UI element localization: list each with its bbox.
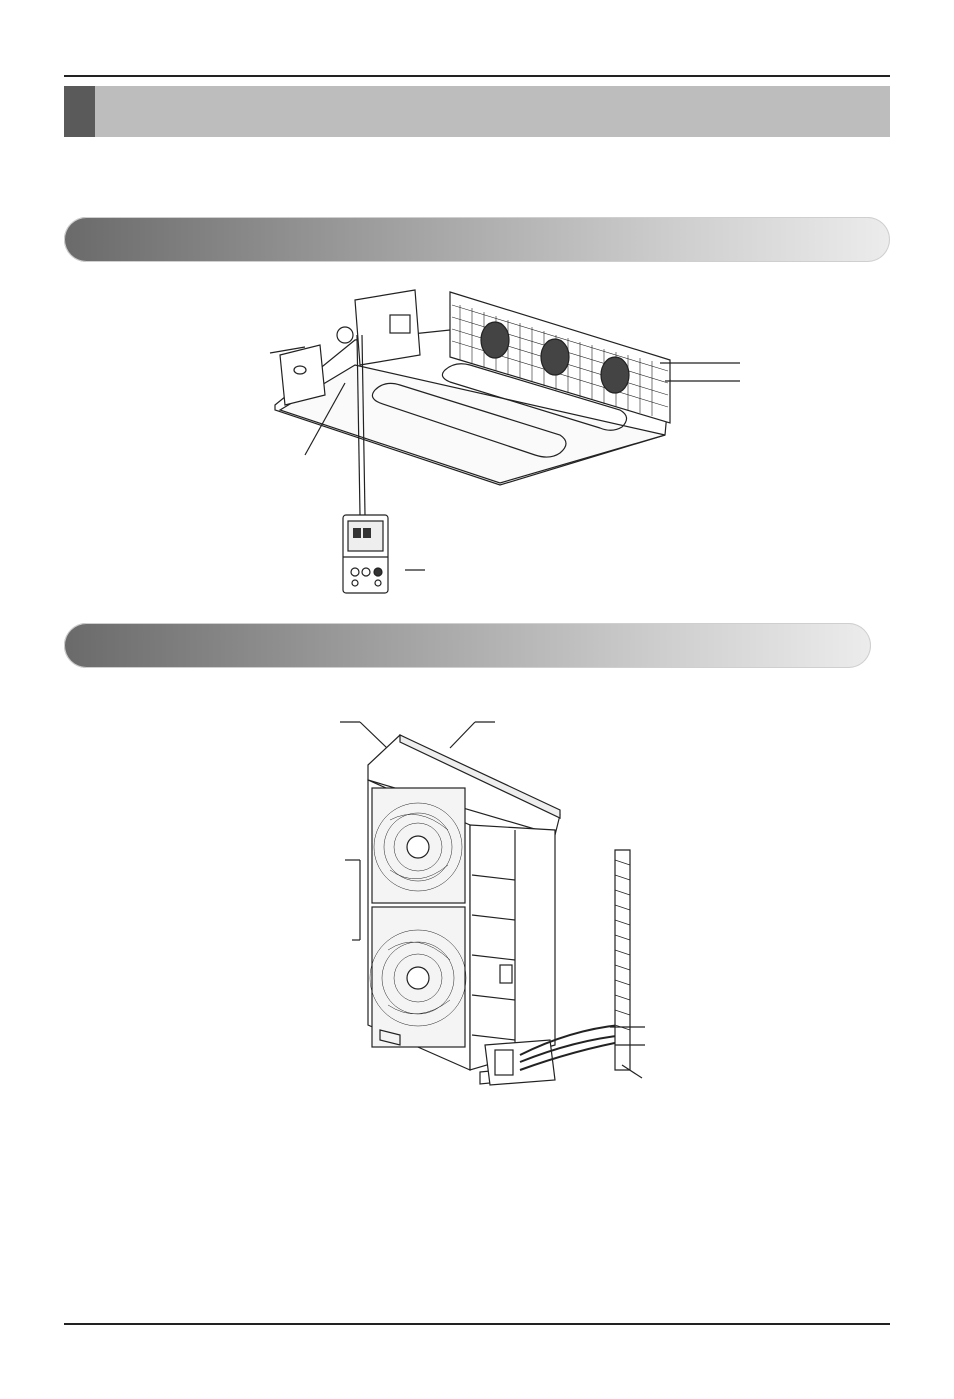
top-rule (64, 75, 890, 77)
ducted-indoor-unit-icon (269, 289, 740, 594)
bottom-rule (64, 1323, 890, 1325)
chapter-title-bar (64, 86, 890, 137)
indoor-unit-section-bar (64, 217, 890, 262)
outdoor-unit-figure (330, 710, 660, 1100)
outdoor-unit-section-bar (64, 623, 871, 668)
remote-controller (342, 514, 389, 594)
chapter-title-tab (64, 86, 95, 137)
outdoor-unit-icon (340, 721, 645, 1086)
indoor-unit-figure (260, 285, 750, 600)
